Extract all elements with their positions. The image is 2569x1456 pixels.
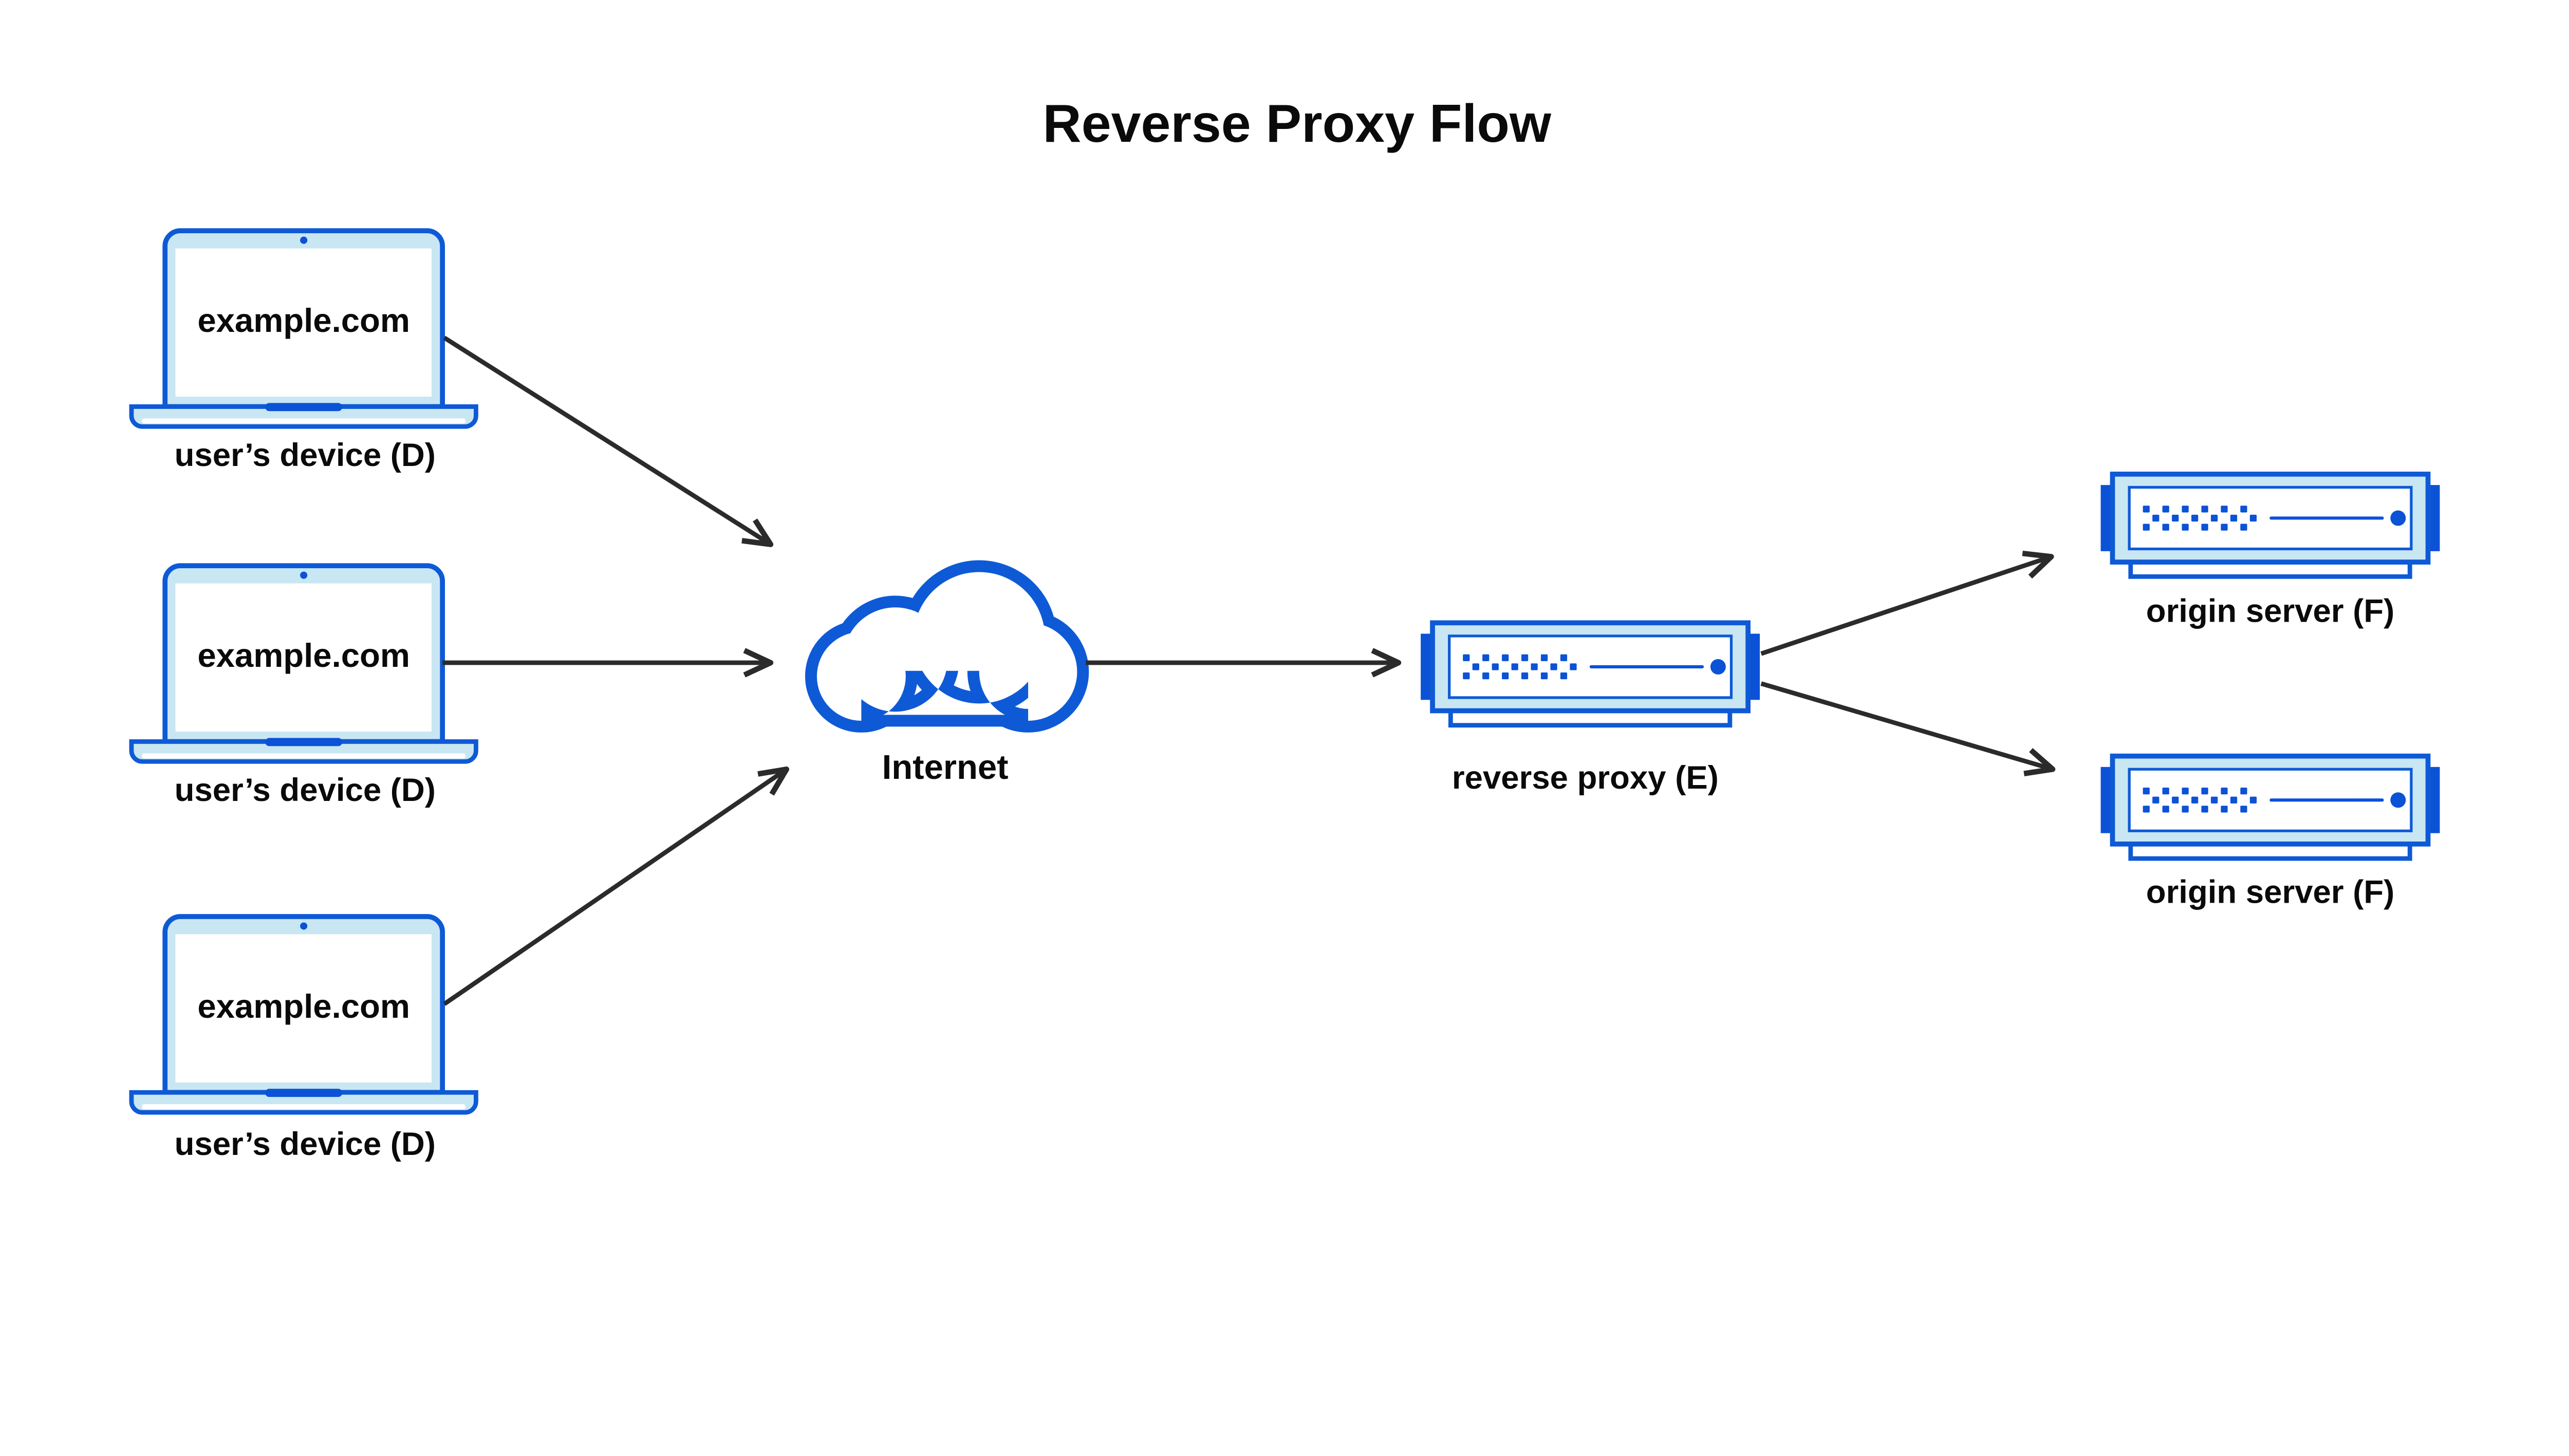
internet-label: Internet [882, 748, 1009, 787]
arrow-device3-to-internet [443, 766, 790, 1006]
server-icon [2101, 756, 2440, 858]
arrow-device2-to-internet [442, 648, 774, 678]
device-screen-url: example.com [197, 302, 410, 339]
arrow-device1-to-internet [443, 335, 774, 547]
reverse-proxy-flow-diagram: Reverse Proxy Flow example.com user’s de… [129, 94, 2443, 1163]
server-icon [1421, 623, 1760, 725]
arrow-internet-to-proxy [1086, 648, 1402, 678]
device-label: user’s device (D) [175, 437, 436, 473]
device-label: user’s device (D) [175, 772, 436, 808]
arrow-proxy-to-origin2 [1760, 681, 2056, 776]
cloud-icon [805, 560, 1089, 733]
origin-server-label: origin server (F) [2146, 874, 2395, 910]
server-icon [2101, 474, 2440, 576]
device-screen-url: example.com [197, 987, 410, 1025]
device-label: user’s device (D) [175, 1126, 436, 1162]
arrow-proxy-to-origin1 [1760, 550, 2054, 656]
origin-server-label: origin server (F) [2146, 593, 2395, 629]
page-title: Reverse Proxy Flow [1043, 94, 1552, 154]
diagram-page: Reverse Proxy Flow example.com user’s de… [129, 94, 2443, 1163]
reverse-proxy-label: reverse proxy (E) [1452, 759, 1719, 796]
device-screen-url: example.com [197, 637, 410, 674]
